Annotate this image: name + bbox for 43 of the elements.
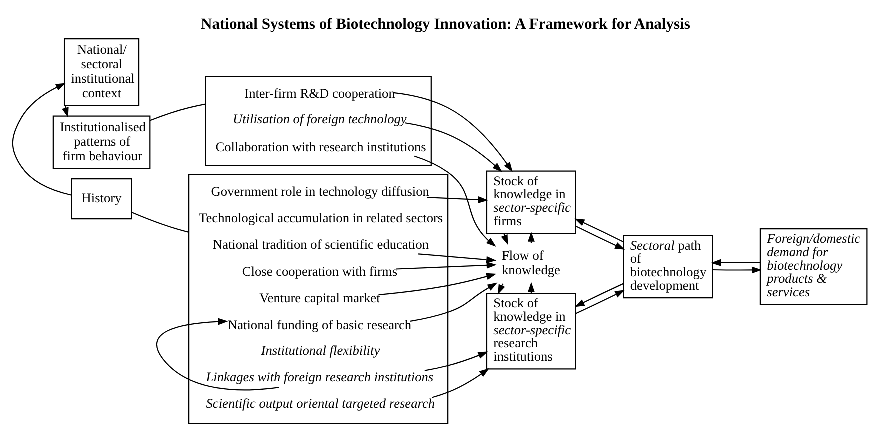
node-box: National/ sectoral institutional context: [64, 38, 140, 106]
arrow: [712, 266, 762, 274]
node-box: Stock of knowledge in sector-specific research institutions: [486, 293, 576, 370]
node-box: Institutionalised patterns of firm behaviour: [52, 116, 151, 170]
connector: [132, 212, 190, 233]
arrow: [418, 254, 497, 264]
node-box: Stock of knowledge in sector-specific firms: [486, 170, 576, 234]
arrow: [378, 273, 497, 296]
node-box: Sectoral path of biotechnology development: [623, 235, 714, 299]
arrow: [156, 318, 280, 391]
cluster: [205, 76, 432, 166]
node-text: Utilisation of foreign technology: [232, 112, 407, 127]
node-text: Venture capital market: [260, 290, 380, 306]
arrow: [12, 83, 72, 196]
arrow: [711, 259, 760, 266]
cluster: [188, 174, 449, 424]
node-text: Government role in technology diffusion: [211, 184, 430, 199]
arrow: [432, 368, 490, 398]
node-text: Scientific output oriental targeted research: [206, 396, 436, 412]
arrow: [576, 226, 626, 250]
arrow: [427, 196, 488, 204]
node-box: Foreign/domestic demand for biotechnology products & services: [760, 228, 868, 306]
arrow: [405, 122, 502, 172]
arrow: [396, 262, 497, 270]
connector: [150, 104, 206, 122]
arrow: [394, 92, 513, 172]
arrow: [574, 218, 624, 243]
node-text: Technological accumulation in related sectors: [199, 210, 444, 226]
node-text: National tradition of scientific education: [212, 237, 430, 252]
node-text: Institutional flexibility: [261, 342, 380, 358]
node-text: Collaboration with research institutions: [216, 139, 426, 154]
arrow: [410, 282, 498, 322]
arrow: [424, 352, 488, 372]
node-text: Close cooperation with firms: [242, 264, 398, 279]
arrow: [574, 283, 624, 308]
diagram-title: National Systems of Biotechnology Innovation: A Framework for Analysis: [200, 16, 690, 34]
node-text: Inter-firm R&D cooperation: [244, 86, 396, 102]
arrow: [414, 156, 496, 247]
arrow: [576, 290, 626, 314]
node-box: History: [71, 178, 132, 220]
node-text: Linkages with foreign research institutions: [206, 370, 434, 385]
node-text: National funding of basic research: [228, 317, 412, 332]
node-text: Flow of knowledge: [502, 248, 560, 278]
